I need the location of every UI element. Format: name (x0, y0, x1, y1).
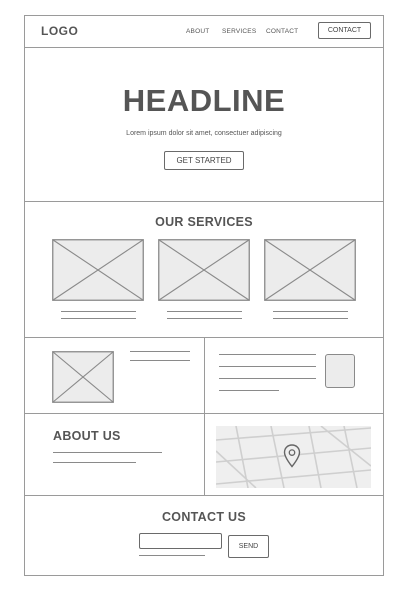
send-button[interactable]: SEND (228, 535, 269, 558)
feature-text-line (219, 354, 316, 355)
map-pin-icon (283, 444, 301, 468)
get-started-button[interactable]: GET STARTED (164, 151, 244, 170)
contact-input[interactable] (139, 533, 222, 549)
service-1-text-line (61, 318, 136, 319)
column-divider (204, 337, 205, 495)
nav-link-about[interactable]: ABOUT (186, 28, 210, 35)
service-image-3 (264, 239, 356, 301)
image-placeholder-icon (52, 239, 144, 301)
about-text-line (53, 462, 136, 463)
logo[interactable]: LOGO (41, 24, 79, 38)
image-placeholder-icon (52, 351, 114, 403)
service-image-2 (158, 239, 250, 301)
service-2-text-line (167, 311, 242, 312)
image-placeholder-icon (264, 239, 356, 301)
about-divider (24, 495, 384, 496)
service-image-1 (52, 239, 144, 301)
hero-divider (24, 201, 384, 202)
hero-headline: HEADLINE (122, 83, 286, 118)
image-placeholder-icon (158, 239, 250, 301)
contact-text-line (139, 555, 205, 556)
about-title: ABOUT US (53, 429, 121, 443)
feature-text-line (130, 351, 190, 352)
location-map[interactable] (215, 425, 372, 489)
service-1-text-line (61, 311, 136, 312)
feature-image (52, 351, 114, 403)
feature-text-line (219, 390, 279, 391)
service-2-text-line (167, 318, 242, 319)
contact-title: CONTACT US (161, 510, 246, 524)
header-divider (24, 47, 384, 48)
nav-link-contact[interactable]: CONTACT (266, 28, 299, 35)
services-title: OUR SERVICES (155, 215, 253, 229)
hero-subtext: Lorem ipsum dolor sit amet, consectuer a… (126, 130, 282, 137)
feature-text-line (219, 378, 316, 379)
about-text-line (53, 452, 162, 453)
feature-text-line (130, 360, 190, 361)
feature-thumbnail (325, 354, 355, 388)
contact-button[interactable]: CONTACT (318, 22, 371, 39)
nav-link-services[interactable]: SERVICES (222, 28, 257, 35)
feature-text-line (219, 366, 316, 367)
service-3-text-line (273, 318, 348, 319)
service-3-text-line (273, 311, 348, 312)
